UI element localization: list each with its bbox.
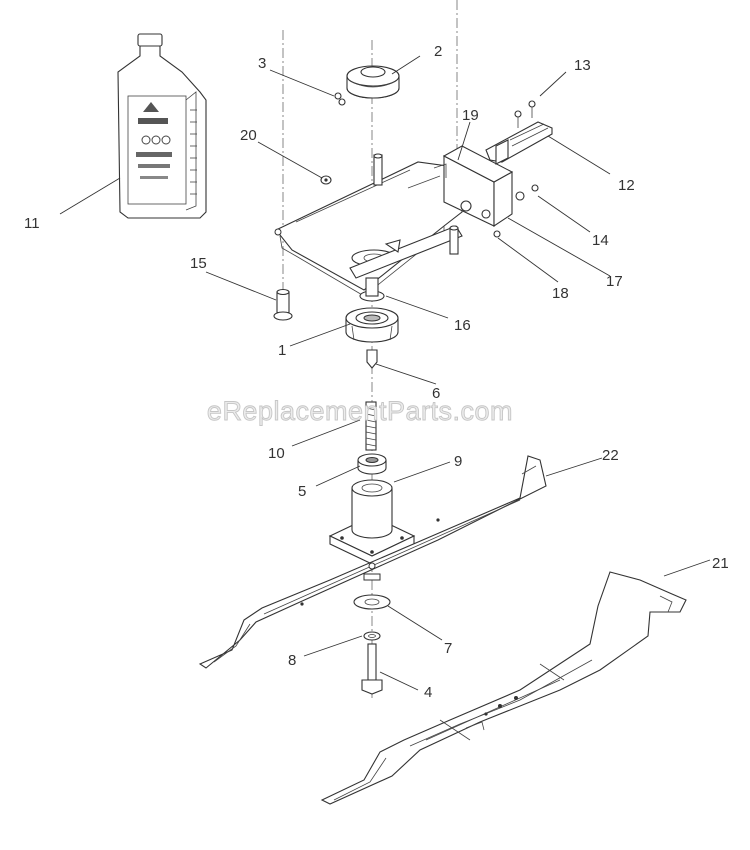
threaded-rod-part-10: [365, 401, 377, 451]
callout-11: 11: [24, 215, 40, 232]
callout-18: 18: [552, 285, 569, 302]
leader-lines: [59, 55, 711, 691]
callout-13: 13: [574, 57, 591, 74]
screw-part-13: [514, 100, 536, 128]
callout-1: 1: [278, 342, 286, 359]
callout-22: 22: [602, 447, 619, 464]
nut-part-3: [334, 92, 346, 106]
bearing-part-1: [345, 307, 399, 343]
bracket-arm-part: [349, 225, 463, 279]
callout-8: 8: [288, 652, 296, 669]
callout-6: 6: [432, 385, 440, 402]
mount-bracket-part: [485, 121, 553, 165]
callout-19: 19: [462, 107, 479, 124]
nut-part-5: [357, 453, 387, 475]
bolt-part-15: [273, 288, 293, 321]
callout-14: 14: [592, 232, 609, 249]
lock-washer-part-8: [363, 631, 381, 641]
callout-10: 10: [268, 445, 285, 462]
callout-21: 21: [712, 555, 729, 572]
callout-4: 4: [424, 684, 432, 701]
housing-box-part: [433, 145, 514, 238]
callout-9: 9: [454, 453, 462, 470]
mower-blade-part-22: [198, 455, 547, 669]
callout-15: 15: [190, 255, 207, 272]
key-part-6: [366, 349, 378, 369]
pulley-part: [346, 65, 400, 99]
watermark-text: eReplacementParts.com: [207, 396, 513, 426]
nut-part-14: [515, 184, 539, 201]
callout-3: 3: [258, 55, 266, 72]
oil-bottle-part: [117, 33, 207, 219]
callout-12: 12: [618, 177, 635, 194]
spacer-part-16: [359, 277, 385, 302]
mower-blade-part-21: [320, 571, 687, 805]
callout-17: 17: [606, 273, 623, 290]
nut-part-20: [320, 175, 332, 185]
washer-part-7: [353, 594, 391, 610]
deck-plate-part: [274, 153, 463, 297]
blade-adapter-part: [328, 479, 416, 565]
blade-bolt-part-4: [361, 643, 383, 695]
callout-20: 20: [240, 127, 257, 144]
callout-16: 16: [454, 317, 471, 334]
callout-numbers: 1 2 3 4 5 6 7 8 9 10 11 12 13 14 15 16 1…: [24, 43, 729, 701]
callout-5: 5: [298, 483, 306, 500]
centerlines: [282, 0, 458, 700]
callout-7: 7: [444, 640, 452, 657]
callout-2: 2: [434, 43, 442, 60]
